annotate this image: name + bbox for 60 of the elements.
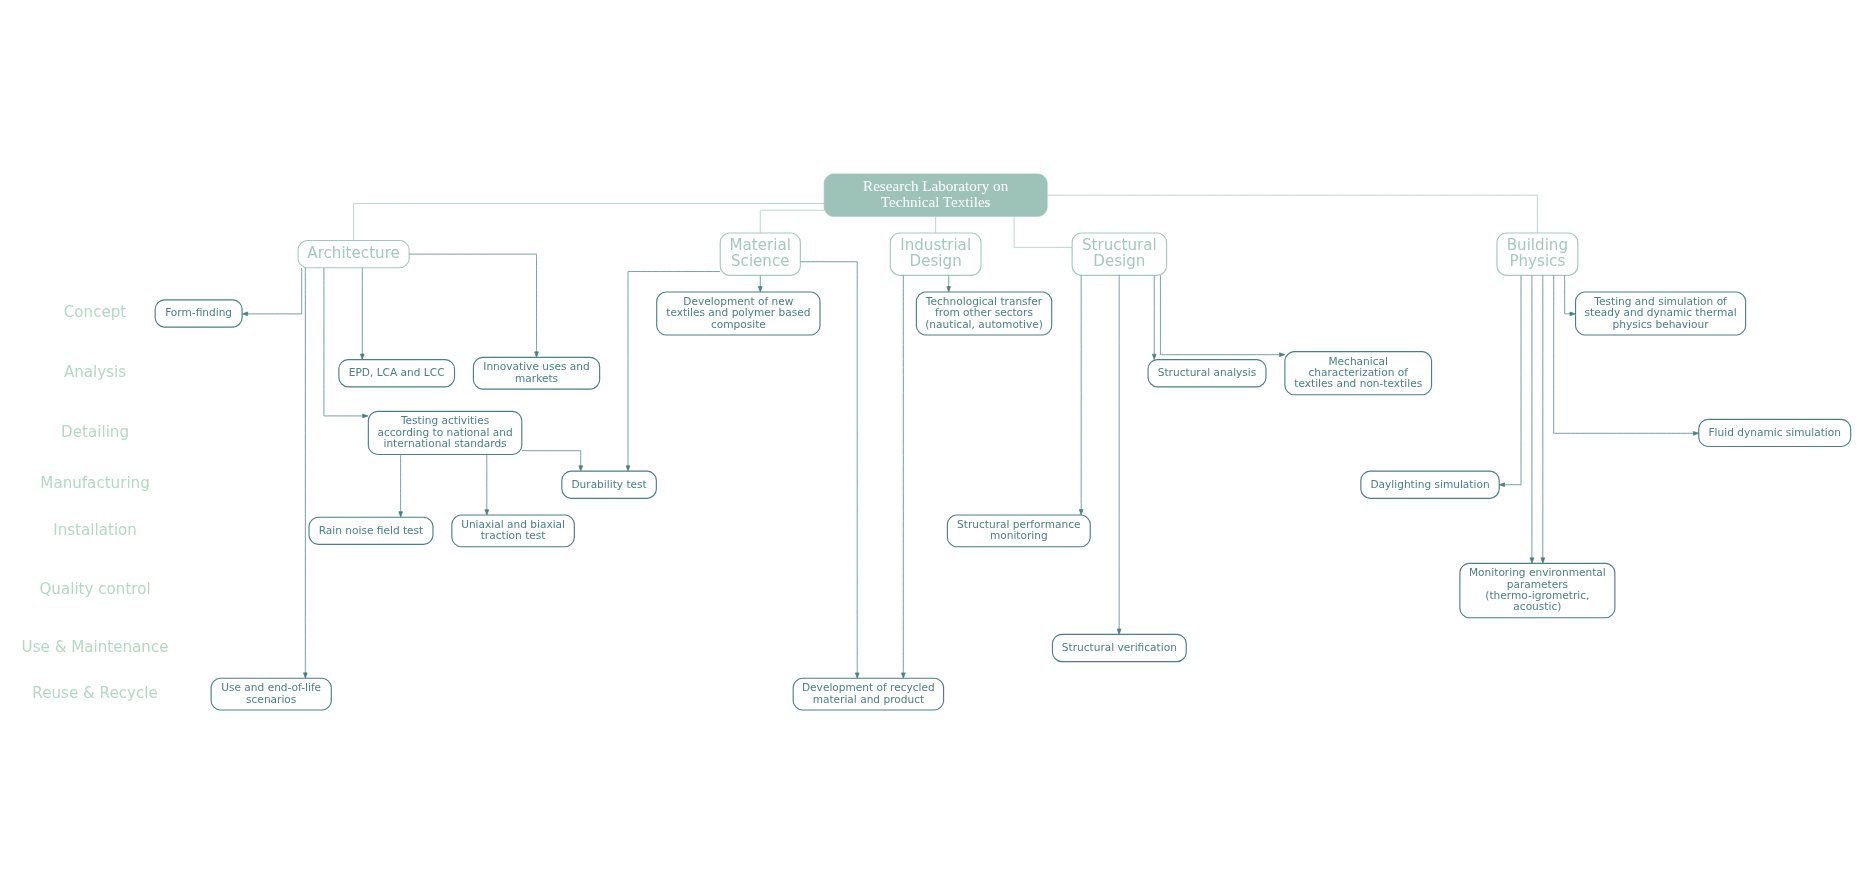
connector bbox=[353, 203, 825, 241]
node-box: EPD, LCA and LCC bbox=[338, 359, 456, 388]
arrow bbox=[800, 261, 860, 679]
label: Detailing bbox=[61, 422, 129, 441]
label: Manufacturing bbox=[40, 474, 150, 493]
node-box: Development of recycled material and product bbox=[792, 677, 945, 711]
arrow bbox=[758, 275, 763, 293]
node-box: Testing and simulation of steady and dynamic thermal physics behaviour bbox=[1575, 291, 1747, 336]
arrow bbox=[360, 267, 365, 360]
node-box: Durability test bbox=[561, 470, 657, 499]
connector bbox=[1013, 216, 1073, 248]
node-box: Testing activities according to national and international standards bbox=[367, 410, 523, 456]
label: Analysis bbox=[63, 362, 127, 381]
connector bbox=[759, 209, 825, 234]
label: Quality control bbox=[39, 580, 151, 599]
arrow bbox=[398, 454, 403, 518]
node-box: Monitoring environmental parameters (thermo-igrometric, acoustic) bbox=[1459, 562, 1616, 619]
arrow bbox=[1529, 275, 1535, 564]
arrow bbox=[1160, 275, 1286, 357]
arrow bbox=[1498, 275, 1522, 487]
node-box: Material Science bbox=[719, 232, 801, 276]
node-box: Technological transfer from other sectors (nautical, automotive) bbox=[915, 291, 1053, 336]
node-box: Research Laboratory on Technical Textiles bbox=[823, 173, 1048, 217]
arrow bbox=[1553, 275, 1700, 436]
arrow bbox=[1078, 275, 1084, 516]
arrow bbox=[901, 275, 906, 679]
node-box: Structural analysis bbox=[1147, 359, 1267, 388]
node-box: Building Physics bbox=[1496, 232, 1579, 276]
arrow bbox=[323, 267, 369, 419]
arrow bbox=[1116, 274, 1122, 635]
connector bbox=[935, 216, 937, 234]
node-box: Development of new textiles and polymer based composite bbox=[656, 291, 821, 336]
node-box: Structural verification bbox=[1051, 633, 1187, 663]
node-box: Daylighting simulation bbox=[1360, 470, 1500, 499]
node-box: Structural performance monitoring bbox=[946, 514, 1091, 548]
node-box: Form-finding bbox=[154, 299, 243, 328]
label: Concept bbox=[63, 303, 127, 322]
arrow bbox=[484, 454, 490, 516]
arrow bbox=[1540, 275, 1546, 564]
node-box: Structural Design bbox=[1071, 232, 1168, 276]
arrow bbox=[1152, 275, 1157, 360]
node-box: Architecture bbox=[297, 240, 410, 269]
node-box: Use and end-of-life scenarios bbox=[210, 677, 332, 711]
label: Reuse & Recycle bbox=[32, 683, 158, 702]
arrow bbox=[625, 271, 721, 472]
label: Installation bbox=[53, 520, 137, 539]
label: Use & Maintenance bbox=[21, 637, 169, 656]
node-box: Mechanical characterization of textiles and non-textiles bbox=[1284, 351, 1433, 396]
node-box: Rain noise field test bbox=[308, 516, 434, 545]
arrow bbox=[241, 267, 303, 317]
connector bbox=[1047, 194, 1538, 234]
node-box: Fluid dynamic simulation bbox=[1698, 418, 1852, 448]
arrow bbox=[1564, 275, 1576, 317]
arrow bbox=[303, 267, 308, 679]
arrow bbox=[408, 253, 539, 358]
node-box: Uniaxial and biaxial traction test bbox=[451, 514, 575, 548]
node-box: Industrial Design bbox=[889, 232, 982, 276]
node-box: Innovative uses and markets bbox=[472, 356, 601, 390]
arrow bbox=[521, 450, 583, 472]
arrow bbox=[946, 275, 951, 293]
